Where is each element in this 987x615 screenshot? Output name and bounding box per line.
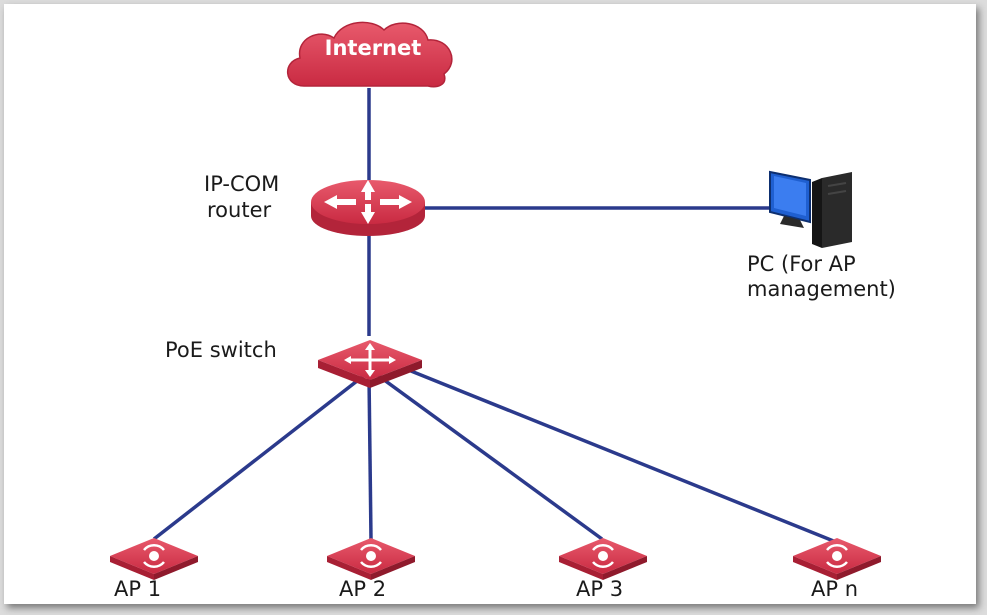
router-label-line2: router	[207, 198, 272, 222]
ap-label-n: AP n	[811, 577, 859, 601]
ap-label-1: AP 1	[114, 577, 162, 601]
links	[152, 88, 837, 544]
diagram-frame: Internet IP-COM router PC (For AP manage…	[4, 4, 976, 604]
link-switch-ap2	[367, 375, 373, 540]
access-point-icon	[110, 538, 198, 580]
access-point-icon	[559, 538, 647, 580]
link-switch-apn	[405, 367, 837, 544]
pc-label-line2: management)	[747, 277, 896, 301]
ap-label-3: AP 3	[576, 577, 624, 601]
access-point-icon	[793, 538, 881, 580]
link-switch-ap3	[374, 372, 604, 541]
access-points	[110, 538, 881, 580]
ap-label-2: AP 2	[339, 577, 387, 601]
internet-label: Internet	[324, 36, 422, 60]
switch-label: PoE switch	[165, 338, 277, 362]
router-icon	[311, 180, 425, 236]
switch-icon	[318, 340, 422, 388]
network-diagram	[110, 21, 881, 580]
access-point-icon	[327, 538, 415, 580]
pc-label-line1: PC (For AP	[747, 252, 856, 276]
cloud-icon	[287, 21, 453, 88]
pc-icon	[769, 170, 852, 248]
router-label-line1: IP-COM	[204, 172, 280, 196]
link-switch-ap1	[152, 372, 368, 541]
